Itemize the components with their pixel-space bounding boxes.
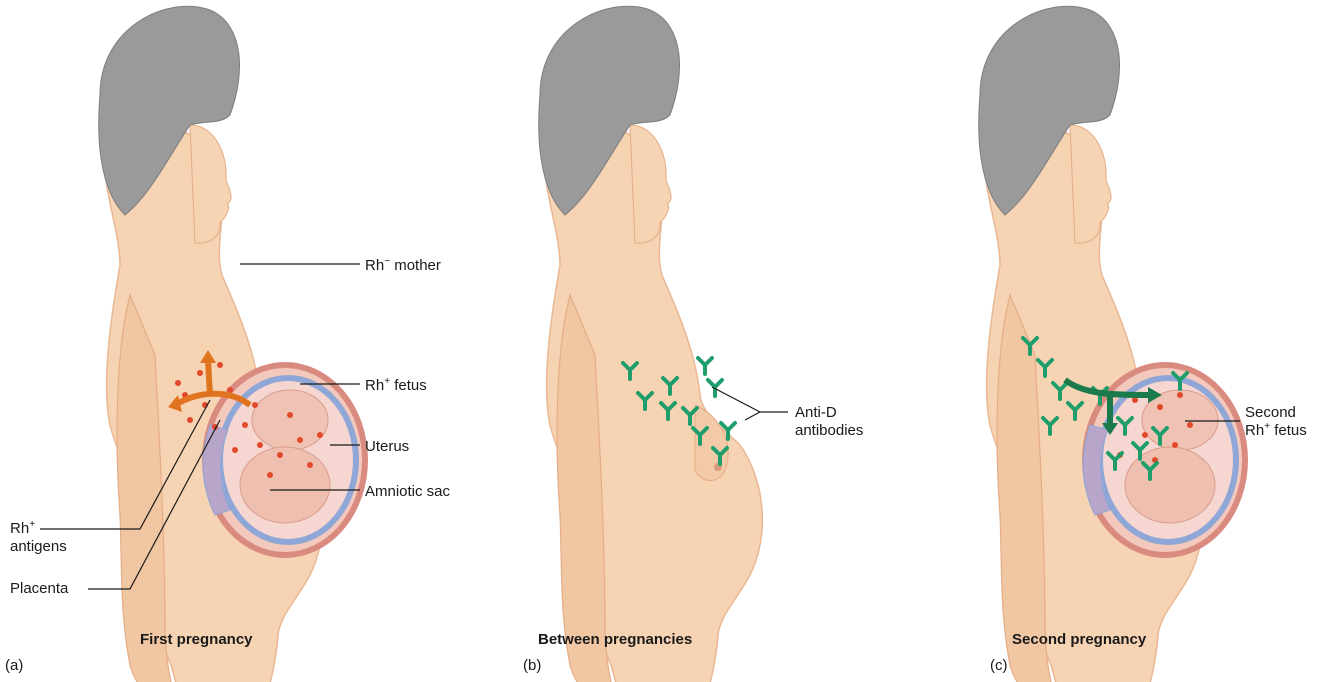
panel-tag-c: (c) [990, 657, 1008, 674]
fetus-shape [252, 390, 328, 450]
uterus-label: Uterus [365, 438, 409, 456]
rh-positive-antigens-label: Rh+ antigens [10, 520, 67, 556]
panel-c-figure [979, 6, 1245, 682]
caption-second-pregnancy: Second pregnancy [1012, 631, 1146, 648]
rh-negative-mother-label: Rh− mother [365, 257, 441, 275]
rh-positive-fetus-label: Rh+ fetus [365, 377, 427, 395]
caption-between-pregnancies: Between pregnancies [538, 631, 692, 648]
caption-first-pregnancy: First pregnancy [140, 631, 253, 648]
panel-a-figure [99, 6, 365, 682]
panel-tag-b: (b) [523, 657, 541, 674]
placenta-label: Placenta [10, 580, 68, 598]
panel-b-figure [539, 6, 763, 682]
anti-d-antibodies-label: Anti-D antibodies [795, 404, 863, 440]
amniotic-sac-label: Amniotic sac [365, 483, 450, 501]
second-rh-positive-fetus-label: Second Rh+ fetus [1245, 404, 1307, 440]
panel-tag-a: (a) [5, 657, 23, 674]
